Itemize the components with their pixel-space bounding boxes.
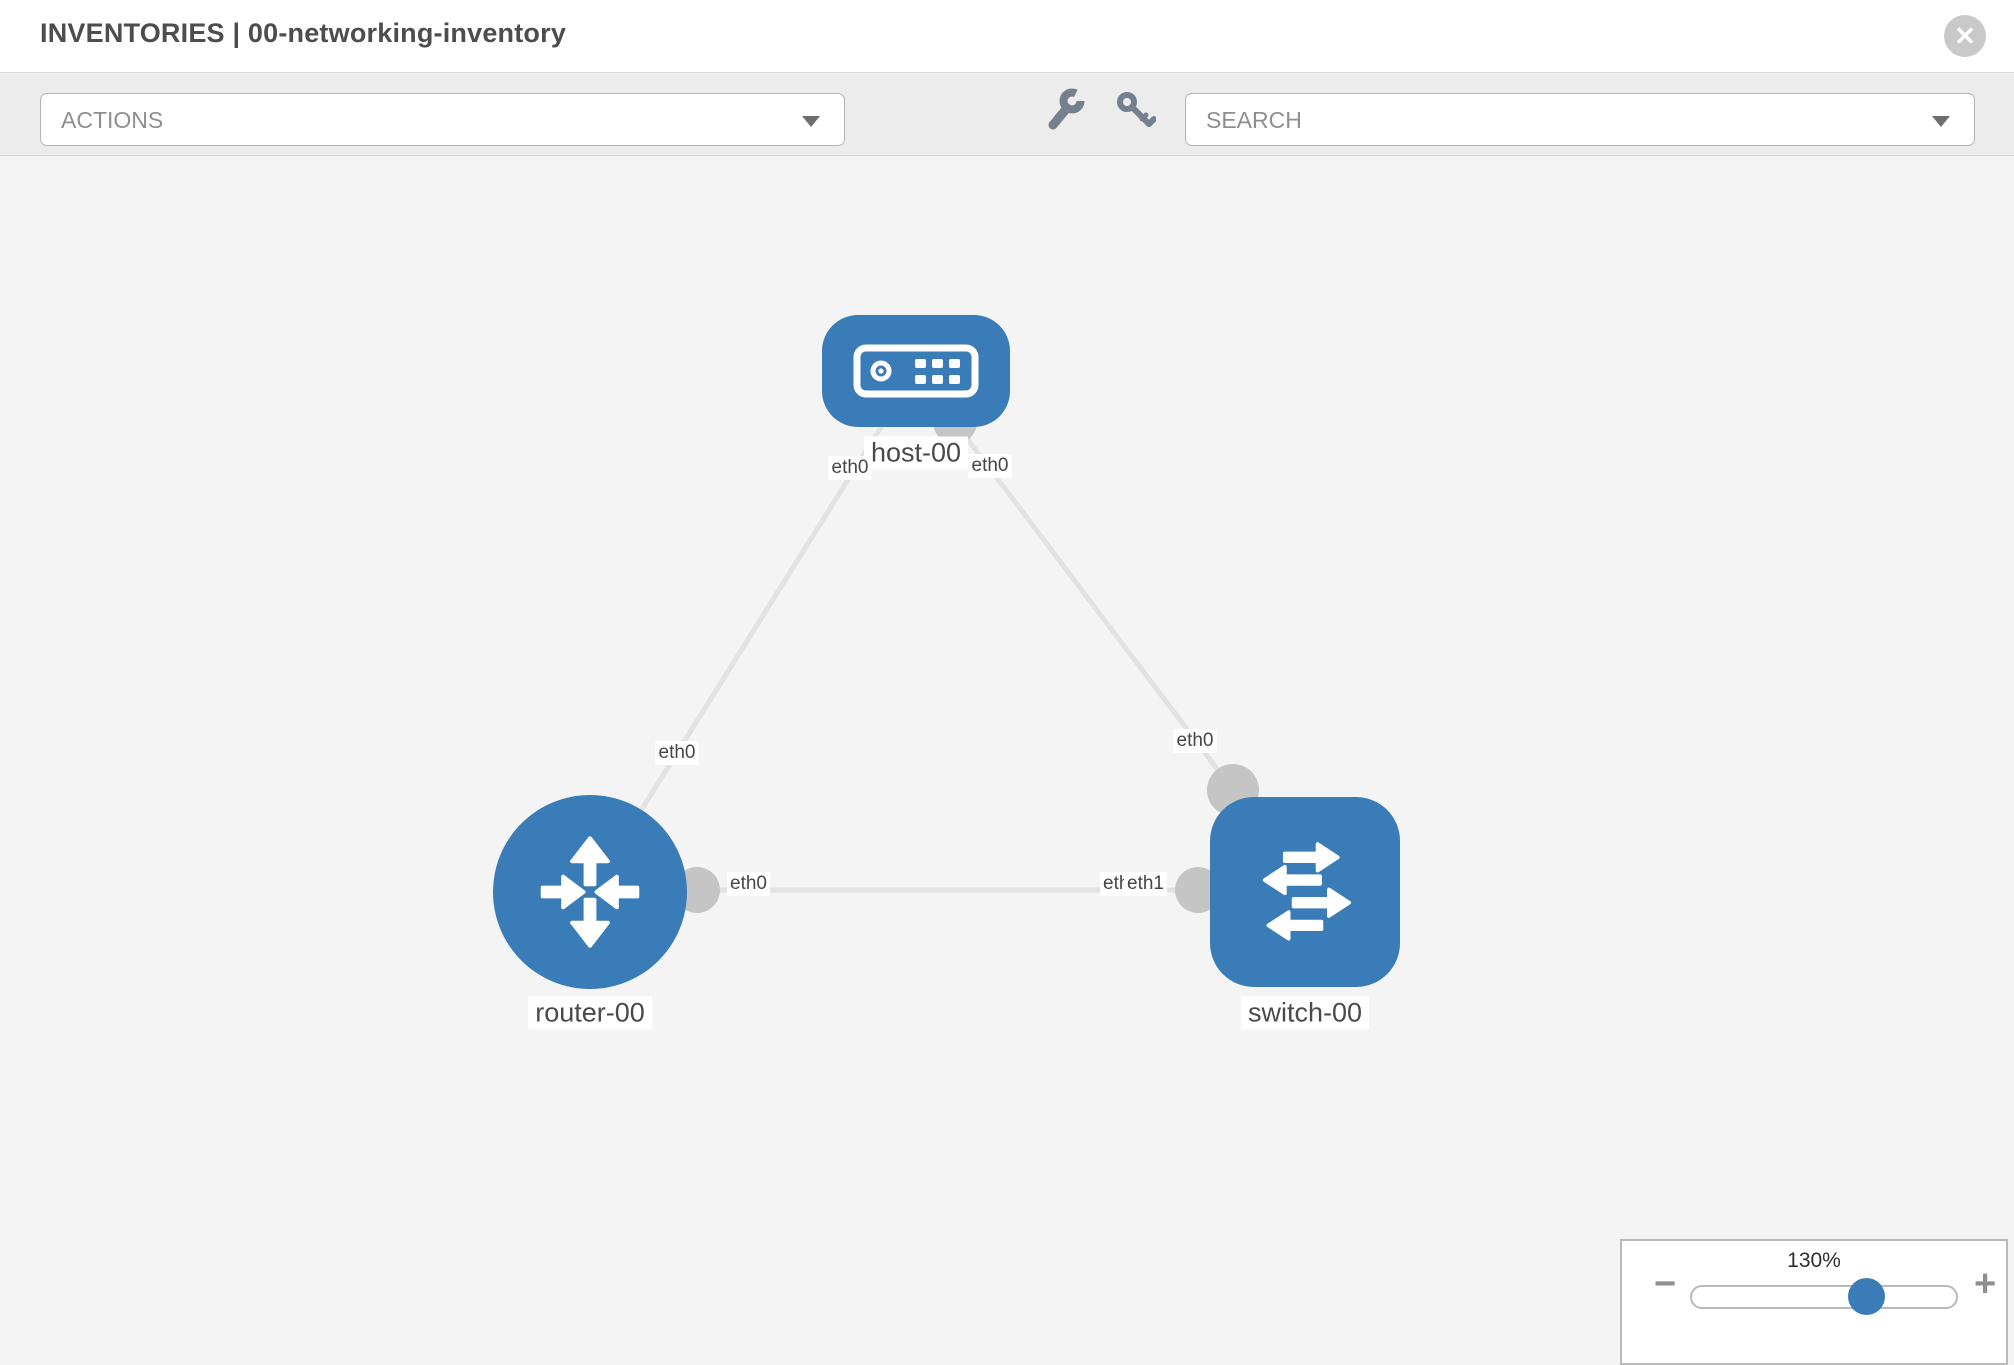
router-icon: [540, 836, 640, 948]
wrench-icon[interactable]: [1046, 88, 1086, 130]
zoom-in-button[interactable]: +: [1974, 1263, 1997, 1305]
zoom-slider-track[interactable]: [1690, 1285, 1958, 1309]
search-dropdown[interactable]: SEARCH: [1185, 93, 1975, 146]
key-icon[interactable]: [1114, 88, 1156, 130]
search-dropdown-label: SEARCH: [1206, 107, 1302, 133]
zoom-out-button[interactable]: −: [1654, 1263, 1677, 1305]
chevron-down-icon: [802, 116, 820, 127]
link-host-switch[interactable]: [914, 369, 1235, 792]
topology-canvas[interactable]: host-00 router-00 switch-00 eth0 eth0 et…: [0, 157, 2014, 1365]
connector-switch-left[interactable]: [1175, 867, 1221, 913]
port-label-switch-link-eth0: eth0: [1173, 729, 1217, 753]
zoom-level-value: 130%: [1787, 1249, 1841, 1272]
page-title: INVENTORIES | 00-networking-inventory: [40, 18, 567, 48]
topology-links: [587, 369, 1305, 913]
zoom-slider-thumb[interactable]: [1848, 1278, 1885, 1315]
node-label-switch: switch-00: [1240, 996, 1370, 1030]
node-router-00[interactable]: [493, 795, 687, 989]
node-label-router: router-00: [528, 996, 652, 1030]
actions-dropdown-label: ACTIONS: [61, 107, 164, 133]
port-label-switch-eth0-clipped: eth0: [1100, 872, 1127, 896]
close-icon[interactable]: ✕: [1944, 15, 1986, 57]
zoom-panel: 130% − +: [1620, 1239, 2008, 1365]
node-label-host: host-00: [863, 436, 969, 470]
port-label-router-eth0: eth0: [727, 872, 770, 896]
toolbar: ACTIONS SEARCH: [0, 74, 2014, 156]
page-header: INVENTORIES | 00-networking-inventory ✕: [0, 0, 2014, 73]
port-label-switch-eth1: eth1: [1124, 872, 1167, 896]
port-label-host-eth0-left: eth0: [828, 456, 872, 480]
port-label-host-eth0-right: eth0: [968, 454, 1012, 478]
actions-dropdown[interactable]: ACTIONS: [40, 93, 845, 146]
node-host-00[interactable]: [822, 315, 1010, 427]
host-icon: [853, 344, 979, 398]
port-label-router-link-eth0: eth0: [655, 741, 699, 765]
node-switch-00[interactable]: [1210, 797, 1400, 987]
chevron-down-icon: [1932, 116, 1950, 127]
switch-icon: [1262, 842, 1351, 941]
